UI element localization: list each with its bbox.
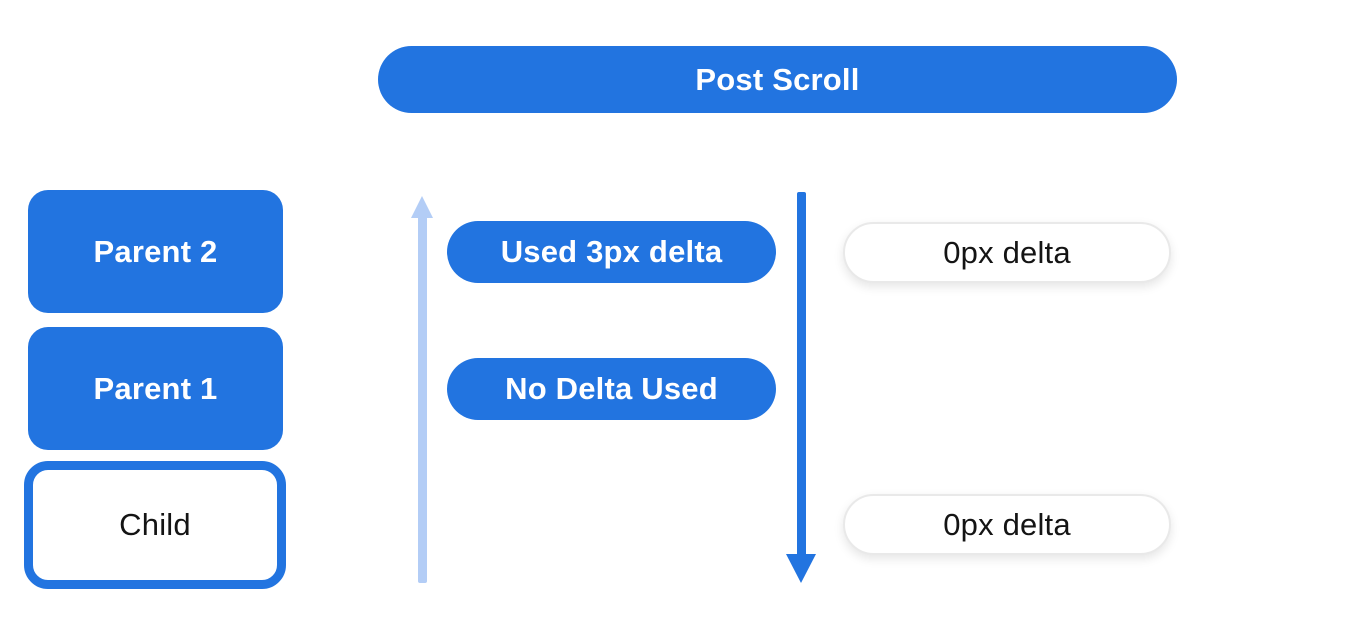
post-scroll-banner: Post Scroll [378,46,1177,113]
up-arrow-shaft [418,214,427,583]
child-box: Child [24,461,286,589]
used-3px-delta-pill: Used 3px delta [447,221,776,283]
parent1-box: Parent 1 [28,327,283,450]
up-arrow-icon [409,196,436,583]
parent2-box: Parent 2 [28,190,283,313]
up-arrow-head [411,196,433,218]
zero-delta-bottom-pill: 0px delta [843,494,1171,555]
no-delta-used-pill: No Delta Used [447,358,776,420]
down-arrow-icon [786,192,817,583]
zero-delta-top-pill: 0px delta [843,222,1171,283]
down-arrow-shaft [797,192,806,556]
down-arrow-head [786,554,816,583]
